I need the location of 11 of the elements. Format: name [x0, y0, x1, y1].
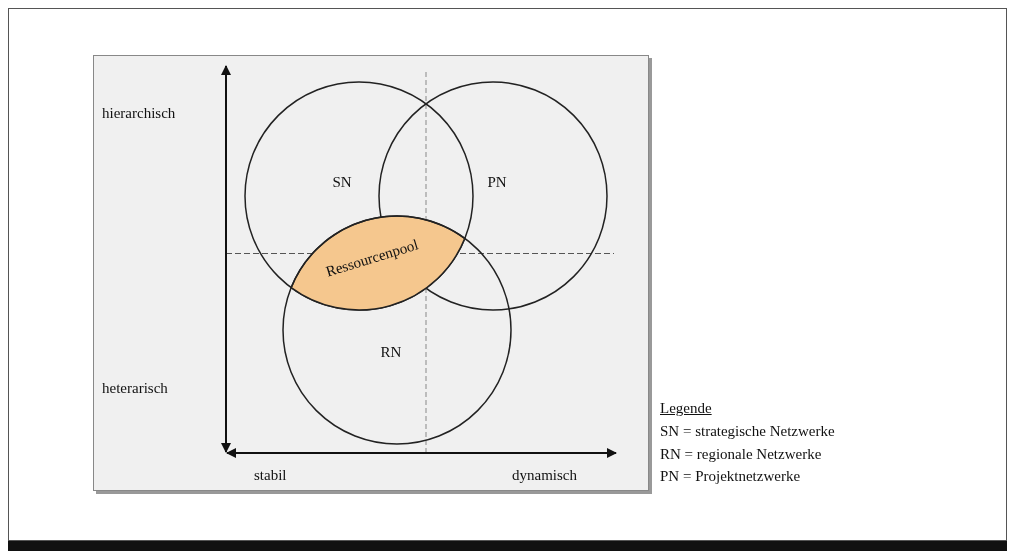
axis-label: stabil [254, 466, 287, 484]
axis-label: heterarisch [102, 379, 168, 397]
circle-label: SN [332, 174, 352, 190]
legend-entry: RN = regionale Netzwerke [660, 444, 822, 463]
legend-heading: Legende [660, 399, 712, 417]
axis-label: hierarchisch [102, 104, 176, 122]
axis-label: dynamisch [512, 466, 577, 484]
legend-entry: PN = Projektnetzwerke [660, 467, 801, 485]
circle-label: RN [380, 344, 402, 360]
legend-entry: SN = strategische Netzwerke [660, 422, 835, 440]
circle-label: PN [487, 174, 507, 190]
